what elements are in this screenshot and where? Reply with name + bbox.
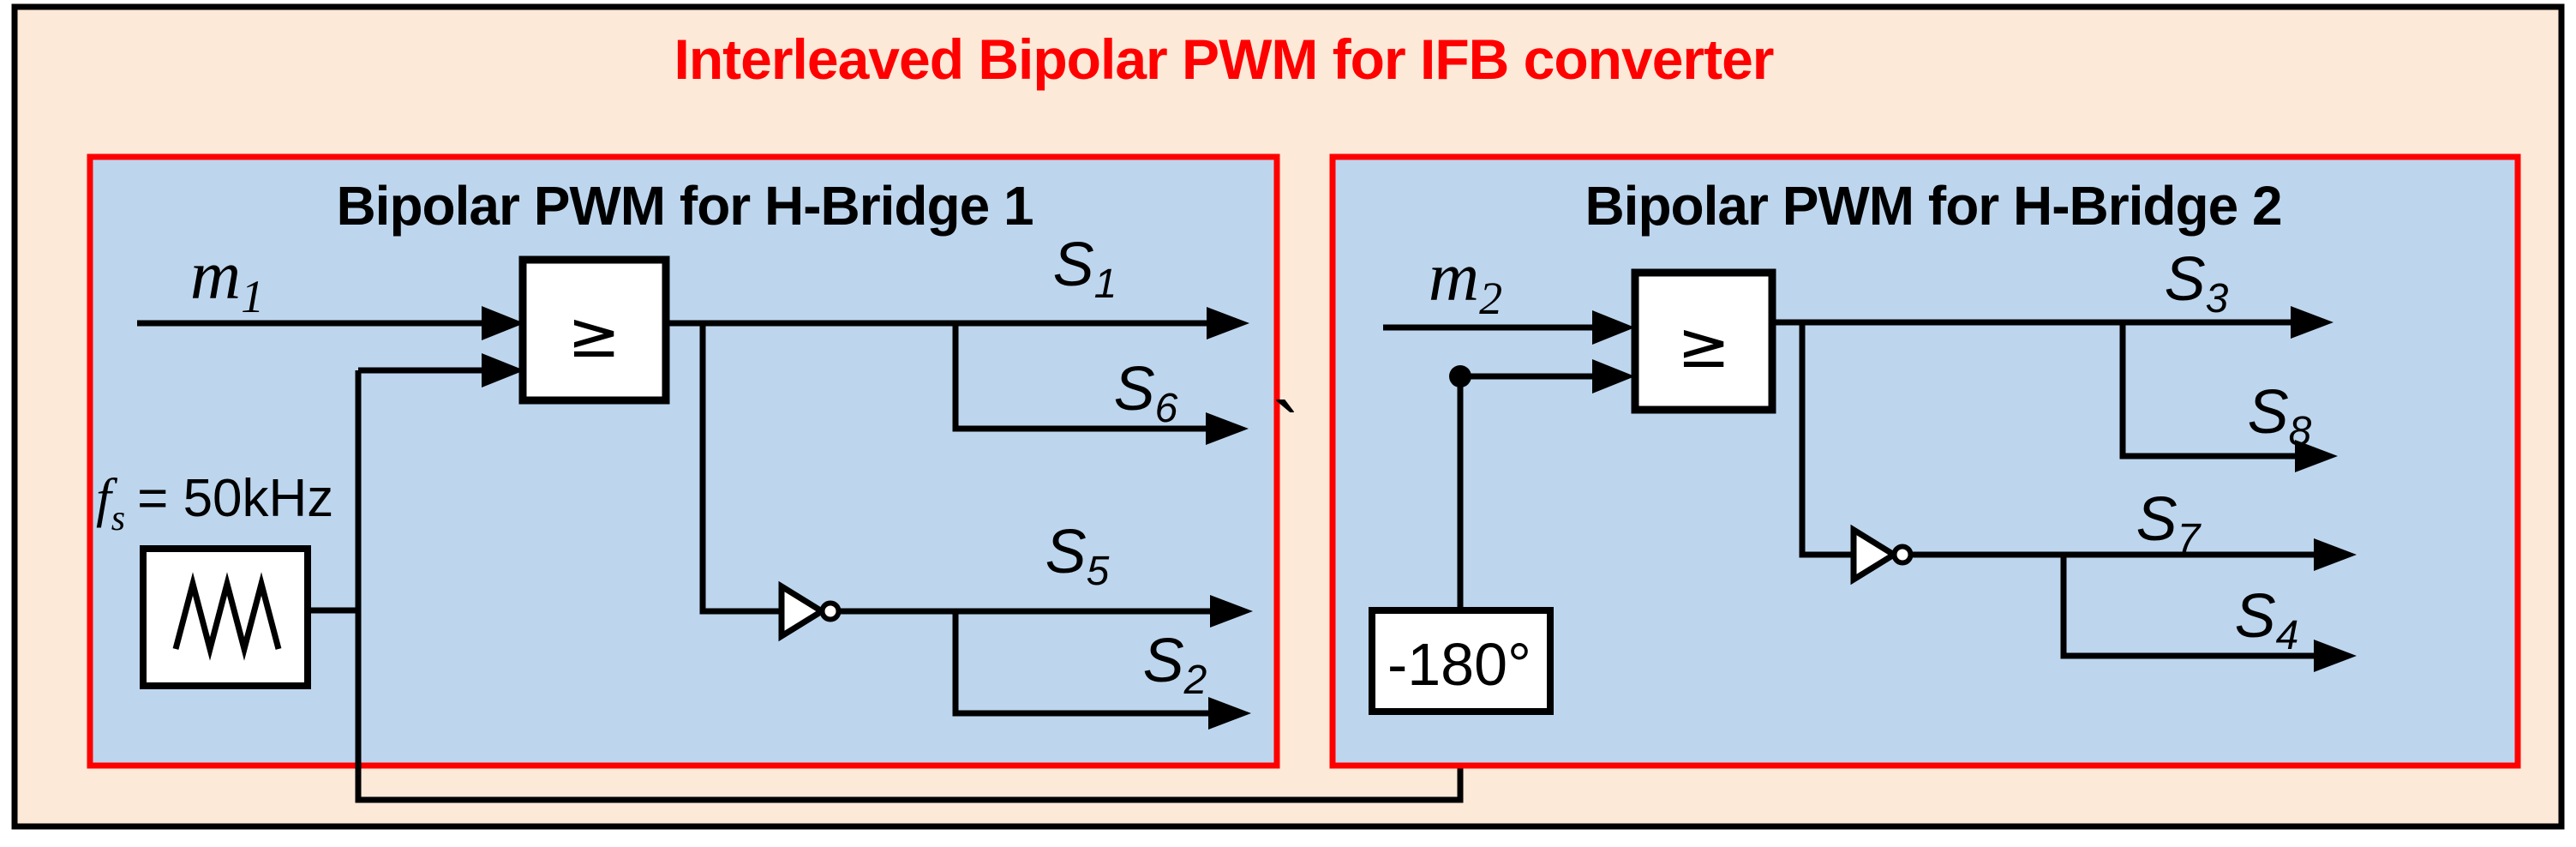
s8-wire — [2119, 322, 2295, 460]
s4-label: S4 — [2235, 582, 2299, 658]
hbridge1-title: Bipolar PWM for H-Bridge 1 — [336, 175, 1033, 237]
carrier2-arrowhead-icon — [1592, 359, 1635, 393]
stray-mark: ` — [1272, 386, 1300, 482]
carrier-frequency-label: fs= 50kHz — [96, 467, 333, 538]
s4-arrowhead-icon — [2314, 640, 2357, 672]
s8-arrowhead-icon — [2295, 440, 2338, 472]
s7-arrowhead-icon — [2314, 538, 2357, 571]
comparator1-block — [518, 255, 670, 405]
s8-label: S8 — [2248, 378, 2312, 454]
s2-arrowhead-icon — [1208, 697, 1251, 730]
not1-bubble-icon — [819, 600, 842, 622]
not2-gate-icon — [1850, 524, 1900, 586]
phase-shift-label: -180° — [1387, 631, 1531, 698]
s5-arrowhead-icon — [1210, 595, 1253, 628]
phase-shift-block — [1369, 607, 1554, 715]
m1-arrowhead-icon — [482, 306, 524, 340]
s2-wire — [952, 611, 1208, 717]
main-title: Interleaved Bipolar PWM for IFB converte… — [674, 27, 1774, 91]
s1-label: S1 — [1053, 231, 1117, 307]
comparator2-block — [1631, 268, 1776, 414]
not2-input-wire — [1799, 322, 1854, 558]
s1-arrowhead-icon — [1207, 307, 1249, 339]
s7-label: S7 — [2136, 485, 2202, 562]
s3-label: S3 — [2165, 245, 2229, 321]
not2-bubble-icon — [1891, 544, 1914, 566]
comparator2-symbol: ≥ — [1677, 309, 1730, 382]
not1-input-wire — [699, 323, 782, 615]
triangle-generator-block — [140, 545, 311, 689]
comparator1-symbol: ≥ — [567, 298, 620, 372]
m1-label: m1 — [190, 236, 264, 322]
s6-label: S6 — [1114, 355, 1178, 431]
s4-wire — [2060, 555, 2314, 659]
s5-label: S5 — [1045, 518, 1110, 594]
m2-label: m2 — [1429, 237, 1502, 324]
m2-arrowhead-icon — [1592, 310, 1635, 345]
s3-arrowhead-icon — [2291, 306, 2333, 339]
triangle-wave-icon — [172, 572, 282, 661]
hbridge2-title: Bipolar PWM for H-Bridge 2 — [1585, 175, 2281, 237]
s6-wire — [952, 323, 1206, 432]
carrier1-arrowhead-icon — [482, 353, 524, 387]
s6-arrowhead-icon — [1206, 412, 1249, 445]
not1-gate-icon — [778, 580, 828, 642]
s2-label: S2 — [1143, 627, 1207, 703]
